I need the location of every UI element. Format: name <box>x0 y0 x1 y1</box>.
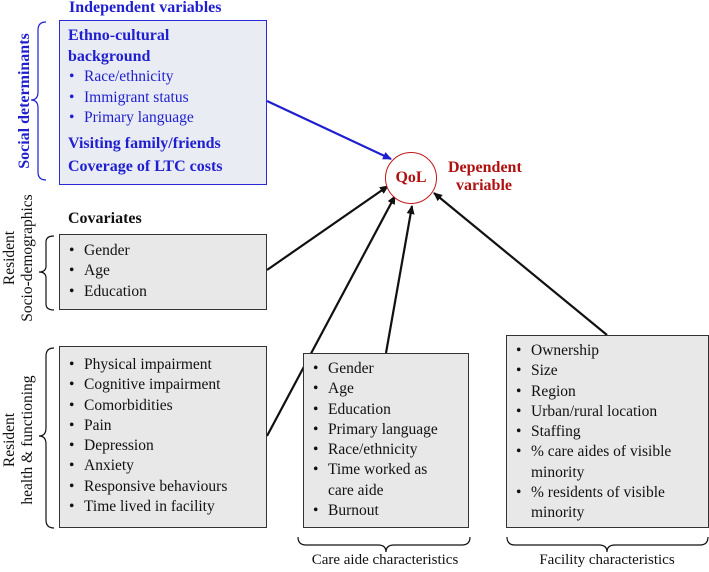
list-item: Primary language <box>312 420 460 441</box>
list-item: Physical impairment <box>68 355 258 376</box>
dependent-heading-line1: Dependent <box>448 159 522 176</box>
ethno-cultural-heading: Ethno-cultural <box>68 27 170 44</box>
list-item: Race/ethnicity <box>68 67 258 88</box>
sociodemo-label-line2: Socio-demographics <box>19 194 36 322</box>
list-item: Gender <box>312 359 460 380</box>
qol-outcome-node: QoL <box>385 152 437 204</box>
list-item: % residents of visible minority <box>515 483 700 524</box>
list-item: Staffing <box>515 422 700 443</box>
brace-care-aide <box>297 536 471 553</box>
facility-characteristics-label: Facility characteristics <box>539 552 675 568</box>
care-aide-box: Gender Age Education Primary language Ra… <box>303 353 469 528</box>
care-aide-characteristics-label: Care aide characteristics <box>311 552 459 568</box>
list-item: Urban/rural location <box>515 402 700 423</box>
covariates-heading: Covariates <box>68 210 142 227</box>
sociodemographics-box: Gender Age Education <box>59 234 267 310</box>
arrow-facility-to-qol <box>433 192 608 336</box>
health-functioning-list: Physical impairment Cognitive impairment… <box>68 355 258 518</box>
brace-health <box>38 347 55 529</box>
arrow-independent-to-qol <box>266 100 392 160</box>
list-item: Gender <box>68 241 258 262</box>
list-item: Pain <box>68 416 258 437</box>
independent-variables-heading: Independent variables <box>69 0 222 16</box>
brace-sociodemo <box>38 235 55 311</box>
ltc-costs-heading: Coverage of LTC costs <box>68 158 223 175</box>
health-label-line2: health & functioning <box>19 375 36 505</box>
arrow-health-to-qol <box>266 195 396 437</box>
list-item: Ownership <box>515 341 700 362</box>
arrow-sociodemo-to-qol <box>266 185 389 271</box>
dependent-heading-line2: variable <box>456 177 512 194</box>
list-item: Size <box>515 361 700 382</box>
list-item: Time lived in facility <box>68 497 258 518</box>
ethno-cultural-heading-cont: background <box>68 47 151 65</box>
list-item: Anxiety <box>68 456 258 477</box>
list-item: Burnout <box>312 501 460 522</box>
sociodemo-label-line1: Resident <box>1 230 18 286</box>
health-functioning-box: Physical impairment Cognitive impairment… <box>59 346 267 528</box>
list-item: Responsive behaviours <box>68 477 258 498</box>
list-item: % care aides of visible minority <box>515 442 700 483</box>
social-determinants-label: Social determinants <box>16 33 33 169</box>
list-item: Education <box>68 282 258 303</box>
list-item: Cognitive impairment <box>68 375 258 396</box>
list-item: Age <box>68 261 258 282</box>
list-item: Time worked as care aide <box>312 460 460 501</box>
facility-list: Ownership Size Region Urban/rural locati… <box>515 341 700 524</box>
list-item: Primary language <box>68 108 258 129</box>
list-item: Age <box>312 379 460 400</box>
list-item: Region <box>515 382 700 403</box>
facility-box: Ownership Size Region Urban/rural locati… <box>506 335 709 528</box>
sociodemographics-list: Gender Age Education <box>68 241 258 302</box>
list-item: Comorbidities <box>68 396 258 417</box>
sociodemographics-label: Resident Socio-demographics <box>1 178 37 338</box>
brace-social <box>30 21 47 181</box>
visiting-family-heading: Visiting family/friends <box>68 134 221 152</box>
list-item: Immigrant status <box>68 88 258 109</box>
list-item: Depression <box>68 436 258 457</box>
brace-facility <box>506 536 709 553</box>
health-label-line1: Resident <box>1 412 18 468</box>
list-item: Race/ethnicity <box>312 440 460 461</box>
arrow-care-aide-to-qol <box>384 205 415 354</box>
health-functioning-label: Resident health & functioning <box>1 360 37 520</box>
independent-variables-box: Ethno-cultural background Race/ethnicity… <box>59 20 267 185</box>
list-item: Education <box>312 400 460 421</box>
ethno-cultural-list: Race/ethnicity Immigrant status Primary … <box>68 67 258 129</box>
dependent-variable-heading: Dependent variable <box>448 159 522 195</box>
care-aide-list: Gender Age Education Primary language Ra… <box>312 359 460 522</box>
